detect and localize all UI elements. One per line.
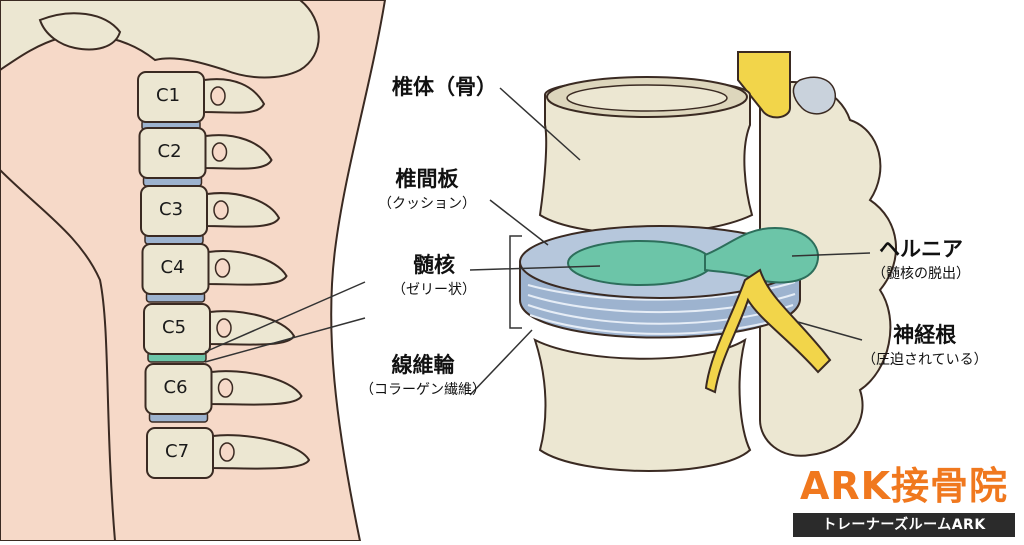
vertebra-label-c3: C3 (159, 199, 184, 220)
leader-lines (469, 87, 871, 396)
foramen-c5 (216, 318, 232, 338)
cervical-spine (137, 71, 311, 479)
vertebra-label-c5: C5 (162, 317, 187, 338)
foramen-c6 (217, 378, 234, 398)
foramen-c3 (213, 200, 229, 220)
nerve-root (704, 268, 832, 394)
logo-subtitle: トレーナーズルームARK (793, 513, 1015, 537)
label-nucleus-main: 髄核 (413, 253, 455, 277)
label-annulus-sub: （コラーゲン繊維） (360, 382, 486, 398)
label-nerve-root-sub: （圧迫されている） (862, 352, 988, 368)
throat-outline (0, 169, 116, 542)
spinous-process-c4 (207, 250, 288, 286)
label-hernia: ヘルニア （髄核の脱出） (872, 236, 970, 283)
spinous-process-c5 (209, 310, 296, 346)
spinous-process-ring (792, 76, 836, 115)
foramen-c1 (210, 86, 226, 106)
zoom-pointer-lines (204, 281, 366, 363)
posterior-elements (759, 81, 897, 457)
disc-bracket (509, 235, 522, 329)
spinal-cord (737, 51, 791, 119)
spinous-process-c7 (212, 434, 311, 470)
label-hernia-main: ヘルニア (879, 237, 963, 261)
vertebra-label-c2: C2 (157, 141, 182, 162)
label-disc-main: 椎間板 (395, 167, 459, 191)
label-annulus: 線維輪 （コラーゲン繊維） (360, 352, 486, 399)
foramen-c4 (214, 258, 231, 278)
label-nerve-root: 神経根 （圧迫されている） (862, 322, 988, 369)
upper-body-top-inner (566, 84, 728, 112)
jaw-bone (38, 12, 122, 51)
label-nerve-root-main: 神経根 (893, 323, 957, 347)
label-disc-sub: （クッション） (378, 196, 476, 212)
label-disc: 椎間板 （クッション） (378, 166, 476, 213)
label-annulus-main: 線維輪 (391, 353, 455, 377)
annulus-lines (527, 281, 796, 335)
foramen-c7 (219, 442, 235, 462)
logo-title: ARK接骨院 (799, 464, 1009, 508)
vertebra-label-c1: C1 (156, 85, 181, 106)
label-vertebral-body-main: 椎体（骨） (392, 75, 497, 99)
nucleus-pulposus (567, 240, 713, 286)
ark-logo: ARK接骨院 トレーナーズルームARK (787, 462, 1021, 538)
label-hernia-sub: （髄核の脱出） (872, 266, 970, 282)
neck-side-view (0, 0, 387, 542)
spinous-process-c6 (210, 370, 303, 406)
label-nucleus-sub: （ゼリー状） (392, 282, 476, 298)
label-vertebral-body: 椎体（骨） (392, 74, 497, 100)
vertebra-label-c6: C6 (163, 377, 188, 398)
lower-vertebral-body (533, 337, 752, 472)
foramen-c2 (211, 142, 228, 162)
label-nucleus: 髄核 （ゼリー状） (392, 252, 476, 299)
disc-zoom-view (469, 51, 897, 472)
vertebra-label-c4: C4 (160, 257, 185, 278)
vertebra-label-c7: C7 (165, 441, 190, 462)
herniated-nucleus (704, 226, 820, 284)
